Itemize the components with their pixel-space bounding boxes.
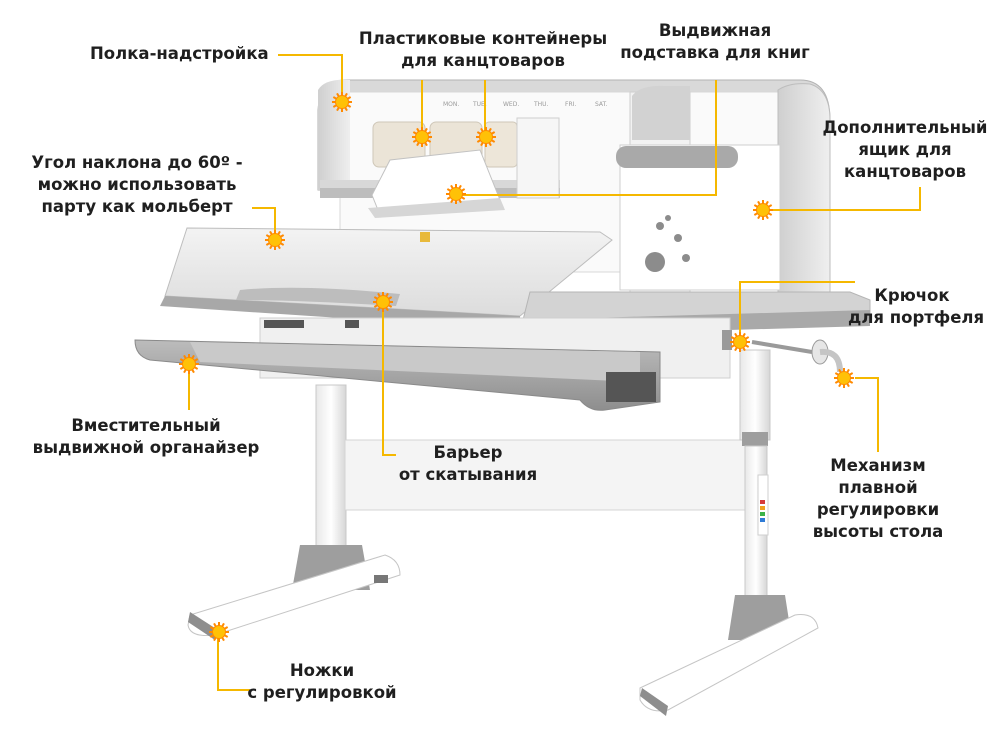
marker-container-2-icon	[476, 127, 496, 147]
marker-shelf-icon	[332, 92, 352, 112]
weekday-mon: MON.	[443, 101, 459, 108]
label-legs-line1: Ножки	[289, 661, 355, 680]
label-organizer-line1: Вместительный	[71, 416, 221, 435]
weekday-thu: THU.	[533, 101, 549, 108]
marker-extra-drawer-icon	[753, 200, 773, 220]
label-extra-drawer-line3: канцтоваров	[843, 162, 967, 181]
label-containers-line1: Пластиковые контейнеры	[358, 29, 608, 48]
crank-handle	[751, 339, 843, 373]
leader-hook	[739, 281, 855, 340]
marker-barrier-icon	[373, 292, 393, 312]
leader-book-stand	[456, 80, 717, 196]
legs	[187, 349, 819, 716]
label-containers: Пластиковые контейнеры для канцтоваров	[352, 28, 614, 72]
marker-tilt-icon	[265, 230, 285, 250]
label-tilt-line3: парту как мольберт	[41, 197, 233, 216]
label-hook: Крючок для портфеля	[848, 285, 985, 329]
leader-shelf	[278, 54, 343, 100]
label-height-line3: регулировки	[816, 500, 940, 519]
marker-container-1-icon	[412, 127, 432, 147]
label-shelf-text: Полка-надстройка	[90, 44, 269, 63]
leader-barrier	[382, 302, 396, 456]
label-book-stand-line2: подставка для книг	[620, 43, 810, 62]
weekday-sat: SAT.	[595, 101, 608, 108]
leader-height	[855, 377, 879, 452]
label-tilt-line1: Угол наклона до 60º -	[31, 153, 243, 172]
label-extra-drawer-line1: Дополнительный	[822, 118, 988, 137]
leader-lines	[188, 54, 921, 691]
hutch: MON. TUE. WED. THU. FRI. SAT.	[317, 79, 831, 301]
label-organizer: Вместительный выдвижной органайзер	[18, 415, 274, 459]
leader-extra-drawer	[764, 187, 921, 211]
weekday-tue: TUE.	[472, 101, 487, 108]
label-barrier-line2: от скатывания	[398, 465, 538, 484]
label-barrier: Барьер от скатывания	[393, 442, 543, 486]
leader-legs	[217, 633, 250, 691]
label-containers-line2: для канцтоваров	[401, 51, 565, 70]
marker-legs-icon	[209, 622, 229, 642]
label-extra-drawer: Дополнительный ящик для канцтоваров	[812, 117, 998, 183]
weekday-wed: WED.	[503, 101, 519, 108]
label-book-stand: Выдвижная подставка для книг	[612, 20, 818, 64]
label-shelf: Полка-надстройка	[90, 43, 269, 65]
marker-book-stand-icon	[446, 184, 466, 204]
label-height-mechanism: Механизм плавной регулировки высоты стол…	[803, 455, 953, 543]
label-height-line2: плавной	[838, 478, 918, 497]
label-organizer-line2: выдвижной органайзер	[32, 438, 260, 457]
label-hook-line1: Крючок	[874, 286, 950, 305]
label-legs: Ножки с регулировкой	[238, 660, 406, 704]
marker-organizer-icon	[179, 354, 199, 374]
label-extra-drawer-line2: ящик для	[858, 140, 952, 159]
label-hook-line2: для портфеля	[848, 308, 985, 327]
leader-tilt	[252, 207, 276, 238]
label-height-line1: Механизм	[830, 456, 926, 475]
label-tilt: Угол наклона до 60º - можно использовать…	[22, 152, 252, 218]
marker-height-icon	[834, 368, 854, 388]
label-book-stand-line1: Выдвижная	[658, 21, 772, 40]
markers	[179, 92, 854, 642]
drawer	[134, 317, 732, 411]
label-barrier-line1: Барьер	[433, 443, 503, 462]
label-legs-line2: с регулировкой	[247, 683, 397, 702]
marker-hook-icon	[730, 332, 750, 352]
label-height-line4: высоты стола	[812, 522, 944, 541]
weekday-fri: FRI.	[565, 101, 576, 108]
label-tilt-line2: можно использовать	[37, 175, 237, 194]
